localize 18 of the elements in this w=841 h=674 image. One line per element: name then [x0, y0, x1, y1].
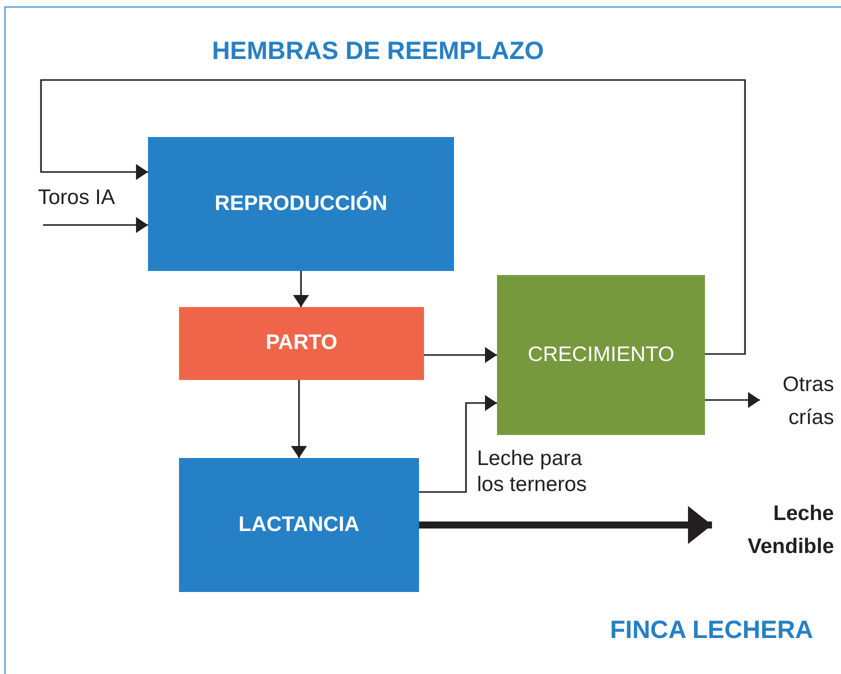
process-box [148, 137, 454, 271]
box-label: REPRODUCCIÓN [214, 190, 388, 217]
arrow [43, 217, 148, 233]
process-box [497, 275, 705, 435]
arrow [40, 79, 746, 355]
box-label: PARTO [266, 330, 338, 356]
process-box [179, 458, 419, 592]
arrow [419, 506, 712, 544]
box-label: CRECIMIENTO [528, 342, 674, 368]
box-label: LACTANCIA [238, 512, 360, 538]
arrow [419, 395, 497, 493]
process-box [179, 307, 424, 380]
output-label: Otras crías [782, 372, 834, 431]
output-label: Leche Vendible [746, 501, 834, 560]
arrow [293, 271, 309, 307]
arrow [424, 347, 497, 363]
arrow [291, 380, 307, 458]
arrow [705, 392, 760, 408]
